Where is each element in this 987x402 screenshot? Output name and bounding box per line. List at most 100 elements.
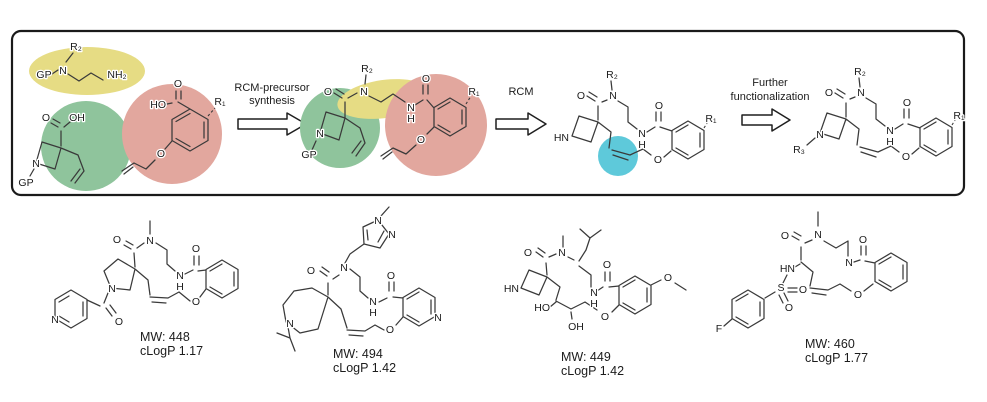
- bond-lines: [311, 74, 467, 160]
- variable-position-bond: [703, 119, 710, 129]
- step2: RCM: [495, 86, 547, 136]
- atom-label-o: O: [799, 284, 807, 296]
- atom-label-n: N: [59, 65, 67, 77]
- atom-label-o: O: [157, 148, 165, 160]
- step2-label: RCM: [508, 86, 533, 98]
- atom-label-o: O: [601, 311, 609, 323]
- variable-position-bond: [951, 116, 958, 126]
- atom-label-o: O: [42, 112, 50, 124]
- atom-label-h: H: [590, 298, 598, 310]
- r1-label: R₁: [214, 96, 226, 108]
- gp-label: GP: [36, 69, 51, 81]
- atom-label-h: H: [407, 113, 415, 125]
- mw-label: MW: 449: [561, 350, 611, 364]
- nh2-label: NH₂: [107, 69, 126, 81]
- building-block-amine: R₂ N GP NH₂: [29, 40, 145, 95]
- r1-label: R₁: [705, 113, 717, 125]
- amine-highlight: [29, 47, 145, 95]
- new-alkene-highlight: [598, 136, 638, 176]
- mw-label: MW: 494: [333, 347, 383, 361]
- r2-label: R₂: [854, 66, 866, 78]
- atom-label-n: N: [590, 287, 598, 299]
- atom-label-oh: OH: [568, 321, 584, 333]
- atom-label-n: N: [638, 128, 646, 140]
- bond-lines: [121, 90, 209, 175]
- atom-label-n: N: [146, 235, 154, 247]
- clogp-label: cLogP 1.42: [333, 361, 396, 375]
- atom-label-hn: HN: [504, 283, 519, 295]
- atom-label-o: O: [854, 289, 862, 301]
- atom-label-o: O: [324, 86, 332, 98]
- bond-lines: [51, 52, 104, 82]
- atom-label-n: N: [857, 87, 865, 99]
- atom-label-n: N: [316, 128, 324, 140]
- clogp-label: cLogP 1.77: [805, 351, 868, 365]
- r3-label: R₃: [793, 144, 805, 156]
- step1: RCM-precursor synthesis: [234, 82, 310, 136]
- atom-label-hn: HN: [780, 263, 795, 275]
- step3-label-line2: functionalization: [731, 91, 810, 103]
- scheme-border: [10, 29, 966, 197]
- atom-label-o: O: [386, 324, 394, 336]
- atom-label-h: H: [176, 281, 184, 293]
- atom-label-s: S: [777, 282, 784, 294]
- atom-label-h: H: [369, 307, 377, 319]
- reaction-arrow-icon: [237, 112, 307, 136]
- atom-label-o: O: [192, 296, 200, 308]
- mw-label: MW: 448: [140, 330, 190, 344]
- atom-label-h: H: [886, 136, 894, 148]
- analog-2: N N N O N N H O N O MW: 494 cLogP 1.42: [276, 206, 443, 375]
- atom-label-ho: HO: [150, 99, 166, 111]
- atom-label-n: N: [360, 86, 368, 98]
- atom-label-o: O: [825, 87, 833, 99]
- atom-label-n: N: [388, 229, 396, 241]
- atom-label-n: N: [845, 257, 853, 269]
- atom-label-o: O: [654, 154, 662, 166]
- gp-label: GP: [18, 177, 33, 189]
- atom-label-n: N: [407, 102, 415, 114]
- analog-3: O N HN HO OH N H O O O MW: 449 cLogP 1.4…: [503, 228, 687, 378]
- building-block-allyloxy-benzoic-acid: O HO R₁ O: [121, 77, 227, 184]
- atom-label-o: O: [387, 270, 395, 282]
- atom-label-o: O: [115, 316, 123, 328]
- atom-label-f: F: [716, 323, 722, 335]
- reaction-arrow-icon: [495, 112, 547, 136]
- bond-lines: [276, 206, 436, 352]
- atom-label-o: O: [859, 234, 867, 246]
- atom-label-n: N: [176, 270, 184, 282]
- atom-label-o: O: [664, 272, 672, 284]
- atom-label-n: N: [816, 129, 824, 141]
- azetidine-highlight: [41, 101, 131, 191]
- mw-label: MW: 460: [805, 337, 855, 351]
- atom-label-o: O: [785, 302, 793, 314]
- bond-lines: [806, 77, 953, 158]
- atom-label-o: O: [192, 243, 200, 255]
- step3: Further functionalization: [731, 77, 810, 132]
- atom-label-h: H: [638, 139, 646, 151]
- atom-label-n: N: [558, 247, 566, 259]
- r2-label: R₂: [606, 69, 618, 81]
- reaction-arrow-icon: [741, 108, 791, 132]
- r1-label: R₁: [468, 86, 480, 98]
- atom-label-o: O: [903, 97, 911, 109]
- rcm-precursor-structure: N GP O N R₂ N H O R₁ O: [300, 62, 487, 176]
- gp-label: GP: [301, 149, 316, 161]
- r2-label: R₂: [70, 41, 82, 53]
- bond-lines: [520, 228, 687, 320]
- analog-4: N N O HN S O O F O O MW: 460 cLogP 1.77: [714, 211, 908, 365]
- step1-label-line2: synthesis: [249, 95, 295, 107]
- atom-label-o: O: [577, 90, 585, 102]
- bond-lines: [571, 80, 705, 161]
- atom-label-n: N: [369, 296, 377, 308]
- atom-label-oh: OH: [69, 112, 85, 124]
- variable-position-bond: [465, 95, 472, 105]
- step3-label-line1: Further: [752, 77, 788, 89]
- atom-label-o: O: [422, 73, 430, 85]
- atom-label-o: O: [113, 234, 121, 246]
- clogp-label: cLogP 1.42: [561, 364, 624, 378]
- variable-position-bond: [207, 107, 216, 117]
- atom-label-n: N: [374, 215, 382, 227]
- atom-label-n: N: [814, 229, 822, 241]
- atom-label-n: N: [340, 262, 348, 274]
